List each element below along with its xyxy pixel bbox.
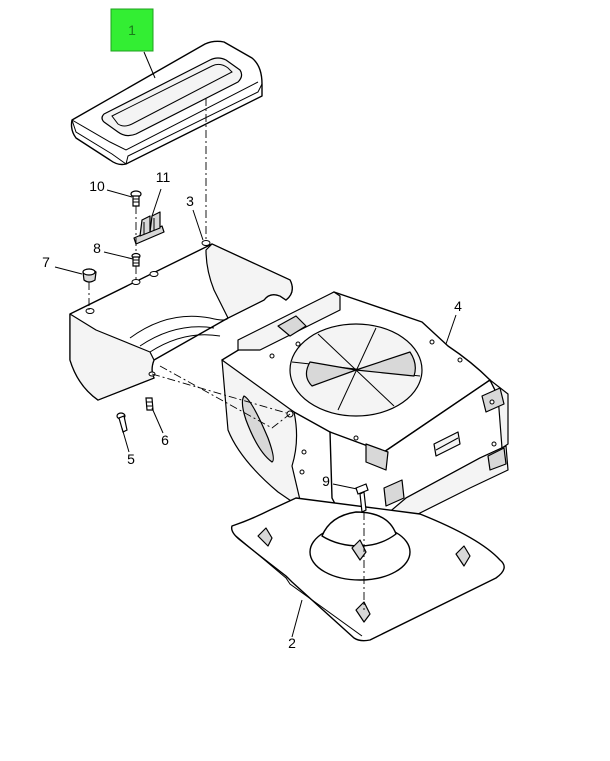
part-screw-10[interactable] <box>130 190 142 207</box>
leader-lines <box>54 51 457 638</box>
part-armrest-cover[interactable] <box>70 40 263 166</box>
callout-label[interactable]: 2 <box>288 635 296 651</box>
part-seat-base[interactable] <box>221 291 509 541</box>
part-bolt-8[interactable] <box>131 252 141 267</box>
callout-label[interactable]: 4 <box>454 298 462 314</box>
callout-label[interactable]: 1 <box>128 22 136 38</box>
callout-label[interactable]: 9 <box>322 473 330 489</box>
callout-label[interactable]: 3 <box>186 193 194 209</box>
callout-label[interactable]: 11 <box>156 169 171 185</box>
part-latch-bracket[interactable] <box>133 211 165 245</box>
part-mounting-pan[interactable] <box>69 240 293 401</box>
assembly-center-lines <box>88 98 365 610</box>
callout-label[interactable]: 10 <box>89 178 105 194</box>
callout-highlight-box <box>110 8 154 52</box>
part-knob-7[interactable] <box>82 268 97 283</box>
callout-label[interactable]: 5 <box>127 451 135 467</box>
callout-label[interactable]: 8 <box>93 240 101 256</box>
callout-label[interactable]: 6 <box>161 432 169 448</box>
part-base-plate[interactable] <box>230 497 505 642</box>
callout-label[interactable]: 7 <box>42 254 50 270</box>
part-pin-5[interactable] <box>116 412 128 433</box>
part-screw-9[interactable] <box>355 483 369 513</box>
